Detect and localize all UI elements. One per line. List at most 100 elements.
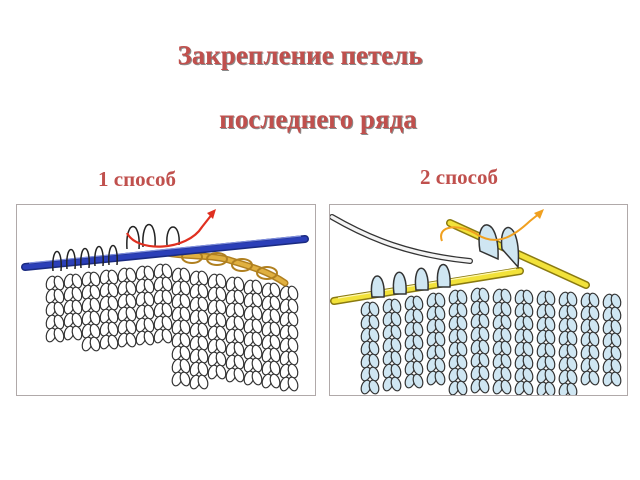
stitch: [287, 337, 299, 353]
stitch: [251, 331, 263, 347]
stitch: [251, 292, 263, 308]
stitch: [107, 295, 119, 311]
stitch: [197, 322, 209, 338]
pull-through-arrow-icon: [126, 209, 216, 248]
stitch: [161, 289, 173, 305]
stitch: [544, 342, 556, 358]
stitch: [125, 319, 137, 335]
stitch: [390, 298, 402, 314]
stitch: [179, 319, 191, 335]
stitch: [544, 381, 556, 395]
method-1-label: 1 способ: [98, 167, 176, 191]
stitch: [412, 295, 424, 311]
stitch: [215, 364, 227, 380]
stitch: [197, 374, 209, 390]
stitch: [412, 347, 424, 363]
stitch: [588, 357, 600, 373]
stitch: [215, 273, 227, 289]
stitch: [125, 306, 137, 322]
stitch: [566, 304, 578, 320]
stitch: [89, 284, 101, 300]
stitch: [125, 267, 137, 283]
stitch: [179, 280, 191, 296]
stitch: [287, 311, 299, 327]
stitch: [610, 306, 622, 322]
stitch: [588, 292, 600, 308]
stitch: [434, 331, 446, 347]
stitch: [125, 293, 137, 309]
finished-edge-yarn: [163, 249, 289, 287]
stitch: [368, 353, 380, 369]
loops-on-needle: [52, 224, 180, 272]
stitch: [197, 335, 209, 351]
stitch: [456, 289, 468, 305]
stitch: [161, 263, 173, 279]
stitch: [412, 373, 424, 389]
stitch: [179, 371, 191, 387]
stitch: [107, 321, 119, 337]
stitch: [197, 283, 209, 299]
stitch: [522, 315, 534, 331]
stitch: [251, 344, 263, 360]
stitch: [233, 302, 245, 318]
stitch: [197, 348, 209, 364]
stitch: [143, 330, 155, 346]
stitch: [478, 339, 490, 355]
stitch: [269, 295, 281, 311]
stitch: [610, 319, 622, 335]
stitch: [500, 366, 512, 382]
stitch: [456, 367, 468, 383]
stitch: [269, 321, 281, 337]
slide-title-line-2: последнего ряда: [219, 104, 417, 134]
stitch: [434, 318, 446, 334]
stitch: [588, 331, 600, 347]
stitch: [179, 293, 191, 309]
stitch: [107, 334, 119, 350]
stitch: [456, 341, 468, 357]
stitch: [269, 282, 281, 298]
stitch: [478, 352, 490, 368]
stitch: [434, 292, 446, 308]
stitch: [251, 279, 263, 295]
stitch: [544, 368, 556, 384]
stitch: [251, 305, 263, 321]
stitch: [179, 332, 191, 348]
stitch: [368, 366, 380, 382]
stitch: [89, 297, 101, 313]
stitch: [368, 327, 380, 343]
stitch: [500, 327, 512, 343]
stitch: [522, 354, 534, 370]
stitch: [544, 329, 556, 345]
stitch: [412, 334, 424, 350]
stitch: [566, 369, 578, 385]
stitch: [566, 382, 578, 395]
stitch: [287, 376, 299, 392]
stitch: [287, 285, 299, 301]
stitch: [478, 326, 490, 342]
stitch: [71, 325, 83, 341]
stitch: [544, 290, 556, 306]
stitch: [478, 300, 490, 316]
stitch: [500, 379, 512, 395]
stitch: [161, 276, 173, 292]
stitch: [233, 315, 245, 331]
stitch: [434, 305, 446, 321]
stitch: [390, 350, 402, 366]
stitch: [434, 357, 446, 373]
stitch: [215, 338, 227, 354]
stitch: [89, 310, 101, 326]
stitch: [500, 288, 512, 304]
stitch: [522, 367, 534, 383]
stitch: [500, 301, 512, 317]
stitch: [588, 344, 600, 360]
stitch: [143, 317, 155, 333]
stitch: [215, 312, 227, 328]
stitch: [179, 267, 191, 283]
stitch: [544, 316, 556, 332]
method-2-label: 2 способ: [420, 165, 498, 189]
stitch: [588, 370, 600, 386]
stitch: [143, 265, 155, 281]
stitch: [215, 286, 227, 302]
stitch: [522, 328, 534, 344]
stitch: [478, 287, 490, 303]
